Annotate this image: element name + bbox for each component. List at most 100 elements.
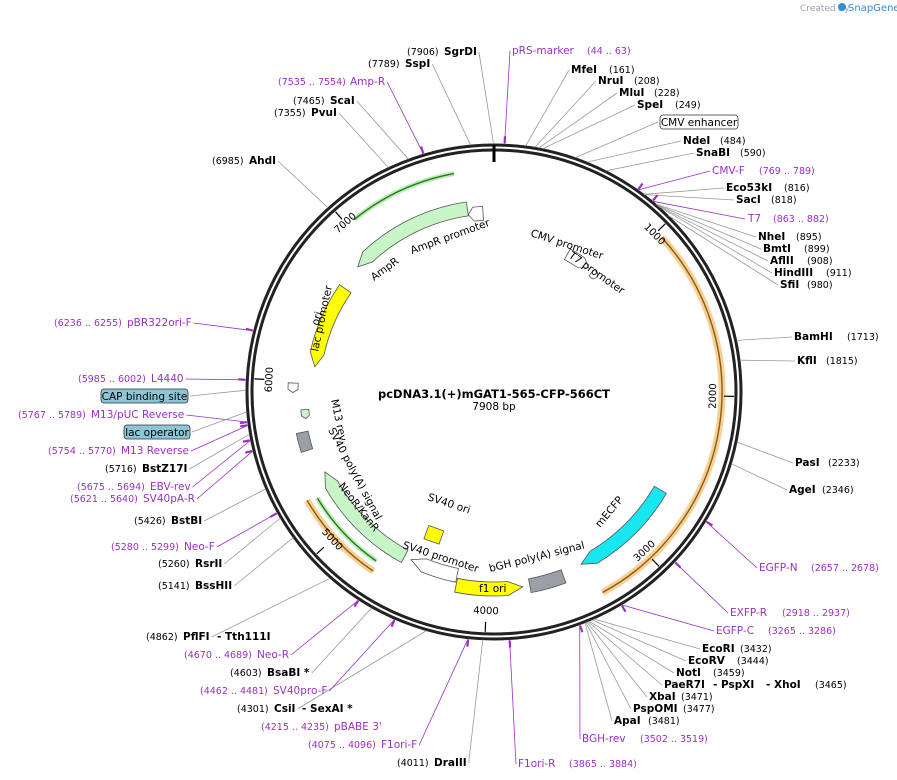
enzyme-name-ahdi[interactable]: AhdI <box>249 155 276 167</box>
enzyme-name-pspxi[interactable]: - PspXI <box>713 679 754 691</box>
enzyme-pos-sspi: (7789) <box>368 59 400 70</box>
feature-t7-promoter[interactable] <box>588 269 599 280</box>
primer-name-pbabe3[interactable]: pBABE 3' <box>334 721 382 733</box>
primer-name-f1ori-f[interactable]: F1ori-F <box>381 739 417 751</box>
feature-label-mecfp[interactable]: mECFP <box>593 494 626 530</box>
enzyme-name-hindiii[interactable]: HindIII <box>774 267 813 279</box>
enzyme-name-noti[interactable]: NotI <box>676 667 701 679</box>
feature-mecfp[interactable] <box>580 485 667 565</box>
enzyme-name-ecorv[interactable]: EcoRV <box>688 655 726 667</box>
enzyme-name-draiii[interactable]: DraIII <box>434 757 467 769</box>
credit-brand: SnapGene <box>848 3 897 14</box>
enzyme-pos-pvui: (7355) <box>274 108 306 119</box>
enzyme-name-pvui[interactable]: PvuI <box>311 107 337 119</box>
feature-lac-promoter[interactable] <box>287 382 299 394</box>
enzyme-name-nrui[interactable]: NruI <box>598 75 623 87</box>
feature-ori[interactable] <box>309 284 352 368</box>
enzyme-name-bstz17i[interactable]: BstZ17I <box>142 463 187 475</box>
primer-name-m13-puc-reverse[interactable]: M13/pUC Reverse <box>91 409 184 421</box>
enzyme-name-xbai[interactable]: XbaI <box>649 691 676 703</box>
feature-cmv-promoter[interactable] <box>563 248 590 269</box>
leader-neo-f <box>216 512 278 548</box>
primer-range-f1ori-r: (3865 .. 3884) <box>569 759 637 770</box>
enzyme-name-ndei[interactable]: NdeI <box>683 135 710 147</box>
feature-ampr[interactable] <box>357 201 469 268</box>
enzyme-name-mlui[interactable]: MluI <box>619 87 644 99</box>
primer-range-neo-f: (5280 .. 5299) <box>111 542 179 553</box>
enzyme-name-bamhi[interactable]: BamHI <box>794 331 833 343</box>
enzyme-name-xhoi[interactable]: - XhoI <box>766 679 801 691</box>
enzyme-name-aflii[interactable]: AflII <box>770 255 794 267</box>
feature-sv40-poly-a-signal[interactable] <box>295 430 314 453</box>
leader-egfp-c <box>621 604 715 632</box>
feature-label-f1-ori[interactable]: f1 ori <box>479 583 506 595</box>
enzyme-name-eco53ki[interactable]: Eco53kI <box>726 182 772 194</box>
primer-name-l4440[interactable]: L4440 <box>151 373 184 385</box>
leader-amp-r-site <box>420 146 425 154</box>
cap-binding-site-label: CAP binding site <box>102 391 188 403</box>
feature-sv40-ori[interactable] <box>423 525 445 545</box>
enzyme-pos-xbai: (3471) <box>681 692 713 703</box>
enzyme-name-bsabi[interactable]: BsaBI * <box>267 667 310 679</box>
feature-ampr-promoter[interactable] <box>467 205 484 222</box>
enzyme-name-sspi[interactable]: SspI <box>405 58 430 70</box>
leader-sv40pa-r-site <box>245 449 253 454</box>
primer-name-sv40pa-r[interactable]: SV40pA-R <box>143 493 195 505</box>
primer-name-m13-reverse[interactable]: M13 Reverse <box>121 445 189 457</box>
leader-ebv-rev <box>192 439 251 488</box>
primer-name-sv40pro-f[interactable]: SV40pro-F <box>273 685 327 697</box>
feature-bgh-poly-a-signal[interactable] <box>528 569 567 594</box>
feature-sv40-promoter[interactable] <box>410 558 459 583</box>
primer-name-f1ori-r[interactable]: F1ori-R <box>518 758 555 770</box>
primer-name-amp-r[interactable]: Amp-R <box>350 76 385 88</box>
leader-t7 <box>652 200 746 220</box>
enzyme-name-mfei[interactable]: MfeI <box>571 64 597 76</box>
primer-name-t7[interactable]: T7 <box>747 213 761 225</box>
feature-label-ori[interactable]: ori <box>309 310 325 327</box>
leader-agei <box>731 463 788 491</box>
enzyme-name-pspomi[interactable]: PspOMI <box>633 703 678 715</box>
enzyme-name-paer7i[interactable]: PaeR7I <box>664 679 705 691</box>
enzyme-name-spei[interactable]: SpeI <box>637 99 663 111</box>
primer-name-exfp-r[interactable]: EXFP-R <box>730 607 767 619</box>
primer-name-cmv-f[interactable]: CMV-F <box>712 165 745 177</box>
primer-name-egfp-c[interactable]: EGFP-C <box>716 625 754 637</box>
plasmid-title: pcDNA3.1(+)mGAT1-565-CFP-566CT <box>378 387 610 401</box>
primer-name-prs-marker[interactable]: pRS-marker <box>512 45 575 57</box>
enzyme-name-pasi[interactable]: PasI <box>795 457 820 469</box>
feature-label-sv40-ori[interactable]: SV40 ori <box>426 491 472 516</box>
feature-label-bgh-polya[interactable]: bGH poly(A) signal <box>488 540 586 575</box>
primer-name-neo-r[interactable]: Neo-R <box>257 649 289 661</box>
tick-mark-5000 <box>316 546 325 555</box>
enzyme-name-sfii[interactable]: SfiI <box>780 279 799 291</box>
enzyme-name-saci[interactable]: SacI <box>736 194 761 206</box>
enzyme-name-rsrii[interactable]: RsrII <box>195 558 222 570</box>
feature-neor-kanr[interactable] <box>324 471 409 563</box>
enzyme-name-bstbi[interactable]: BstBI <box>171 515 202 527</box>
primer-name-bgh-rev[interactable]: BGH-rev <box>582 733 626 745</box>
enzyme-name-nhei[interactable]: NheI <box>758 231 785 243</box>
enzyme-name-sexai[interactable]: - SexAI * <box>302 703 353 715</box>
enzyme-name-sgrdi[interactable]: SgrDI <box>444 46 477 58</box>
enzyme-name-csii[interactable]: CsiI <box>274 703 295 715</box>
feature-f1-ori[interactable] <box>454 577 524 597</box>
enzyme-name-agei[interactable]: AgeI <box>789 484 816 496</box>
primer-name-ebv-rev[interactable]: EBV-rev <box>150 481 191 493</box>
enzyme-name-pflfi[interactable]: PflFI <box>183 631 210 643</box>
primer-name-egfp-n[interactable]: EGFP-N <box>759 562 798 574</box>
enzyme-name-snabi[interactable]: SnaBI <box>696 147 730 159</box>
leader-noti <box>588 620 675 674</box>
enzyme-name-tth111i[interactable]: - Tth111I <box>217 631 271 643</box>
primer-name-neo-f[interactable]: Neo-F <box>184 541 215 553</box>
enzyme-name-ecori[interactable]: EcoRI <box>702 643 735 655</box>
enzyme-name-bmti[interactable]: BmtI <box>763 243 791 255</box>
leader-scai <box>356 100 409 160</box>
primer-name-pbr322ori-f[interactable]: pBR322ori-F <box>127 317 192 329</box>
enzyme-name-apai[interactable]: ApaI <box>614 715 641 727</box>
orf-arc-neor-inner-line <box>316 497 377 562</box>
enzyme-name-kfli[interactable]: KflI <box>797 355 817 367</box>
enzyme-name-scai[interactable]: ScaI <box>330 95 355 107</box>
enzyme-name-bsshii[interactable]: BssHII <box>195 580 232 592</box>
feature-m13-rev[interactable] <box>300 408 310 420</box>
leader-pasi <box>736 441 794 464</box>
